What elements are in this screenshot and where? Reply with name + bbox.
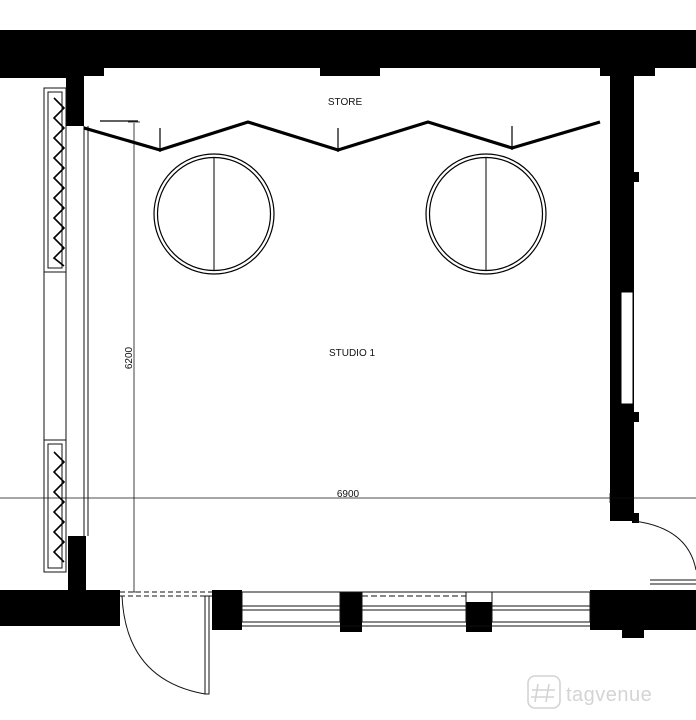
- left-wall: [66, 76, 84, 126]
- bottom-right-wall: [650, 590, 696, 630]
- left-wall-lower: [68, 536, 86, 590]
- bottom-pier-4: [590, 590, 650, 638]
- corner-door: [633, 520, 696, 571]
- left-folding-shutter: [52, 97, 66, 563]
- tagvenue-logo-icon: [527, 675, 561, 709]
- height-dimension-label: 6200: [124, 346, 135, 369]
- watermark-text: tagvenue: [566, 684, 652, 706]
- dimension-lines: [0, 121, 696, 593]
- bottom-pier-2: [340, 592, 362, 632]
- right-window: [620, 291, 634, 405]
- bottom-left-wall: [0, 590, 120, 626]
- bottom-pier-1: [212, 590, 242, 630]
- round-table-left: [153, 153, 275, 275]
- right-wall-stub-3: [632, 513, 639, 523]
- top-wall: [0, 30, 696, 78]
- bottom-pier-3: [466, 602, 492, 632]
- bottom-facade: [120, 579, 696, 627]
- partition-hinges: [100, 120, 513, 152]
- left-facade: [43, 87, 89, 573]
- walls: [0, 30, 696, 638]
- studio-label: STUDIO 1: [329, 348, 376, 359]
- entrance-door: [121, 595, 210, 695]
- right-wall-stub: [632, 172, 639, 182]
- store-label: STORE: [328, 97, 363, 108]
- right-wall-stub-2: [632, 412, 639, 422]
- folding-partition: [83, 120, 601, 152]
- round-table-right: [425, 153, 547, 275]
- width-dimension-label: 6900: [337, 489, 360, 500]
